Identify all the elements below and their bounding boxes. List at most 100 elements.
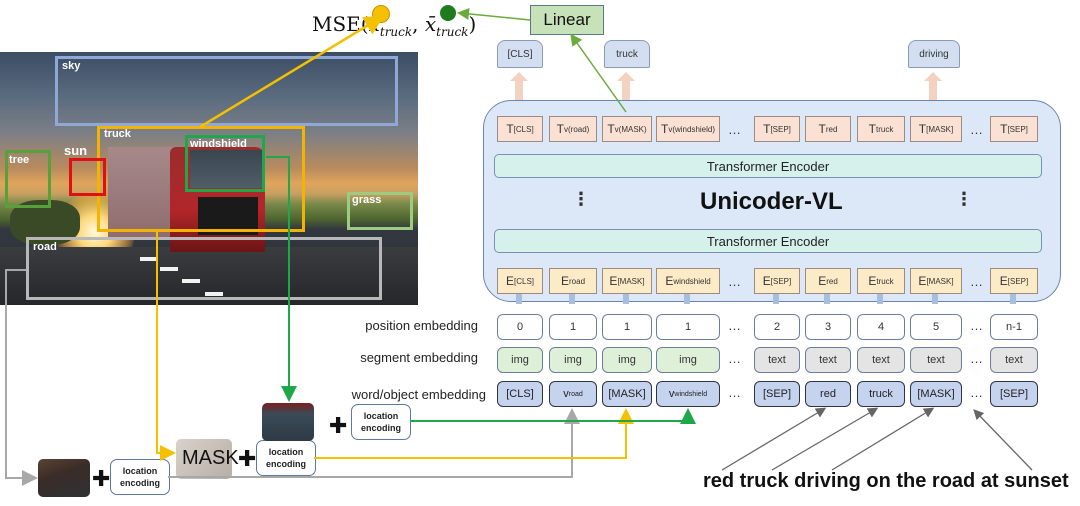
segment-embedding-cell: img	[602, 347, 652, 373]
output-token-2-base: T	[607, 122, 615, 136]
output-token-7-sub: [MASK]	[926, 124, 954, 134]
position-embedding-cell: 2	[754, 314, 800, 340]
word-object-embedding-cell-sub: windshield	[674, 390, 708, 398]
ellipsis-position-0: …	[728, 318, 741, 333]
vdots-left: ⋮	[572, 189, 590, 209]
bbox-label-grass: grass	[352, 194, 382, 206]
location-encoding-label: location encoding	[120, 466, 160, 488]
truck-grill	[198, 197, 258, 235]
mask-location-encoding: location encoding	[256, 440, 316, 476]
windshield-to-embedding-wire	[410, 408, 696, 424]
output-token-5-base: T	[818, 122, 826, 136]
input-embedding-token-4: E[SEP]	[754, 268, 800, 294]
segment-embedding-cell: text	[990, 347, 1038, 373]
transformer-encoder-top: Transformer Encoder	[494, 154, 1042, 178]
road-location-encoding: location encoding	[110, 459, 170, 495]
word-object-embedding-cell-base: [MASK]	[917, 388, 955, 400]
bbox-label-sun: sun	[64, 143, 88, 158]
ellipsis-top-0: …	[728, 122, 741, 137]
output-token-5-sub: red	[825, 124, 838, 134]
position-embedding-cell: 1	[656, 314, 720, 340]
position-embedding-cell: 4	[857, 314, 905, 340]
bbox-label-windshield: windshield	[190, 138, 247, 150]
ellipsis-word-0: …	[728, 385, 741, 400]
word-object-embedding-cell: [MASK]	[910, 381, 962, 407]
output-token-8-sub: [SEP]	[1007, 124, 1028, 134]
output-token-0-base: T	[506, 122, 514, 136]
output-token-2-sub: v(MASK)	[614, 124, 647, 134]
linear-layer-box: Linear	[530, 5, 604, 35]
road-dash	[140, 257, 158, 261]
word-object-embedding-cell: [CLS]	[497, 381, 543, 407]
output-truck-tag: truck	[604, 40, 650, 68]
embedding-connector	[623, 294, 629, 304]
position-embedding-cell: 3	[805, 314, 851, 340]
sentence-arrow-rest	[973, 409, 1033, 471]
word-object-embedding-cell-base: [MASK]	[608, 388, 646, 400]
position-embedding-cell: 0	[497, 314, 543, 340]
output-driving-label: driving	[919, 48, 949, 60]
plus-icon: ✚	[92, 466, 111, 491]
segment-embedding-cell: text	[857, 347, 905, 373]
ellipsis-segment-1: …	[970, 351, 983, 366]
word-object-embedding-cell-sub: road	[568, 390, 583, 398]
mse-close: )	[468, 12, 477, 36]
bbox-grass	[347, 192, 413, 230]
segment-embedding-label: segment embedding	[360, 350, 478, 365]
word-object-embedding-cell-base: v	[563, 388, 569, 400]
ellipsis-position-1: …	[970, 318, 983, 333]
embedding-connector	[1010, 294, 1016, 304]
word-object-embedding-cell: [MASK]	[602, 381, 652, 407]
word-object-embedding-cell-base: red	[820, 388, 836, 400]
location-encoding-label: location encoding	[361, 411, 401, 433]
output-token-4-base: T	[763, 122, 771, 136]
word-object-embedding-cell: red	[805, 381, 851, 407]
output-token-8: T[SEP]	[990, 116, 1038, 142]
plus-icon: ✚	[238, 446, 257, 471]
word-object-embedding-cell-base: truck	[869, 388, 893, 400]
ellipsis-top-1: …	[970, 122, 983, 137]
position-embedding-cell: 1	[549, 314, 597, 340]
position-embedding-cell: n-1	[990, 314, 1038, 340]
mse-xbar: x̄	[424, 12, 437, 36]
output-token-4: T[SEP]	[754, 116, 800, 142]
output-token-8-base: T	[1000, 122, 1008, 136]
bbox-road	[26, 237, 382, 300]
location-encoding-label: location encoding	[266, 447, 306, 469]
embedding-connector	[569, 294, 575, 304]
input-embedding-token-4-base: E	[762, 274, 771, 288]
ellipsis-segment-0: …	[728, 351, 741, 366]
vdots-right: ⋮	[955, 189, 973, 209]
windshield-object-thumbnail	[262, 403, 314, 441]
word-object-embedding-cell: [SEP]	[754, 381, 800, 407]
output-driving-tag: driving	[908, 40, 960, 68]
output-token-4-sub: [SEP]	[770, 124, 791, 134]
bbox-label-sky: sky	[62, 60, 81, 72]
predicted-feature-dot	[440, 5, 456, 21]
input-embedding-token-2: E[MASK]	[602, 268, 652, 294]
embedding-connector	[877, 294, 883, 304]
input-embedding-token-4-sub: [SEP]	[770, 276, 792, 286]
ellipsis-word-1: …	[970, 385, 983, 400]
mse-sep: ,	[412, 12, 425, 36]
input-embedding-token-7-sub: [MASK]	[926, 276, 954, 286]
input-embedding-token-8-base: E	[999, 274, 1008, 288]
position-embedding-cell: 1	[602, 314, 652, 340]
input-embedding-token-1-base: E	[560, 274, 569, 288]
embedding-connector	[773, 294, 779, 304]
output-token-1-sub: v(road)	[564, 124, 590, 134]
word-object-embedding-cell-base: [CLS]	[506, 388, 534, 400]
output-token-3-sub: v(windshield)	[668, 124, 716, 134]
word-object-embedding-cell: [SEP]	[990, 381, 1038, 407]
word-object-embedding-cell-base: v	[668, 388, 675, 400]
linear-label: Linear	[543, 10, 591, 29]
mask-label: MASK	[182, 447, 239, 469]
sentence-arrow-driving	[831, 407, 935, 471]
input-embedding-token-5-sub: red	[826, 276, 838, 286]
